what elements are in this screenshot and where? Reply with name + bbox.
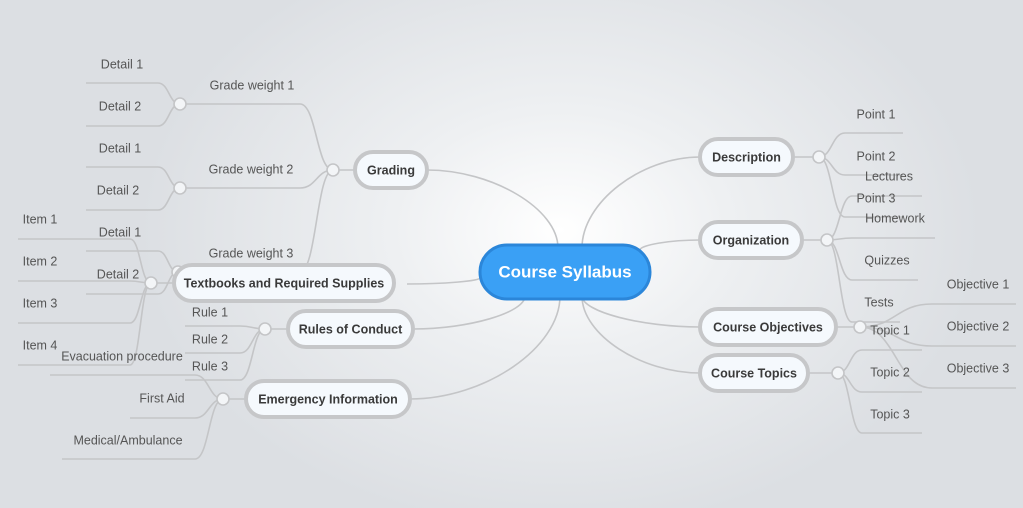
organization-node[interactable]: Organization	[698, 220, 804, 260]
item-2[interactable]: Item 2	[23, 254, 58, 268]
topics-collapse-toggle[interactable]	[831, 366, 845, 380]
textbooks-collapse-toggle[interactable]	[144, 276, 158, 290]
topic-1[interactable]: Topic 1	[870, 323, 910, 337]
emergency-item-3[interactable]: Medical/Ambulance	[73, 433, 182, 447]
root-node-label: Course Syllabus	[498, 262, 631, 281]
organization-item-2-connector	[826, 237, 935, 241]
textbooks-node[interactable]: Textbooks and Required Supplies	[172, 263, 396, 303]
edge-root-rules	[412, 295, 526, 330]
rule-2[interactable]: Rule 2	[192, 332, 228, 346]
organization-item-2[interactable]: Homework	[865, 211, 925, 225]
grade-detail-1[interactable]: Detail 1	[99, 141, 141, 155]
emergency-item-1[interactable]: Evacuation procedure	[61, 349, 183, 363]
objective-2-connector	[859, 326, 1016, 347]
organization-collapse-toggle[interactable]	[820, 233, 834, 247]
edge-root-textbooks	[406, 277, 481, 285]
rule-1-connector	[185, 325, 266, 330]
textbooks-node-box[interactable]	[172, 263, 396, 303]
course-topics-node-box[interactable]	[698, 353, 810, 393]
organization-item-1[interactable]: Lectures	[865, 169, 913, 183]
grade-detail-2[interactable]: Detail 2	[97, 183, 139, 197]
grade-detail-1[interactable]: Detail 1	[101, 57, 143, 71]
item-4[interactable]: Item 4	[23, 338, 58, 352]
grade-weight-2[interactable]: Grade weight 2	[209, 162, 294, 176]
organization-item-4[interactable]: Tests	[864, 295, 893, 309]
rules-of-conduct-node-label: Rules of Conduct	[299, 322, 403, 336]
item-3[interactable]: Item 3	[23, 296, 58, 310]
rule-3[interactable]: Rule 3	[192, 359, 228, 373]
course-objectives-node-label: Course Objectives	[713, 320, 823, 334]
organization-item-3[interactable]: Quizzes	[864, 253, 909, 267]
point-2[interactable]: Point 2	[857, 149, 896, 163]
edge-root-description	[581, 156, 701, 249]
description-node-label: Description	[712, 150, 781, 164]
emergency-information-node[interactable]: Emergency Information	[244, 379, 412, 419]
grading-node-label: Grading	[367, 163, 415, 177]
course-topics-node[interactable]: Course Topics	[698, 353, 810, 393]
organization-node-label: Organization	[713, 233, 789, 247]
description-node[interactable]: Description	[698, 137, 795, 177]
organization-node-box[interactable]	[698, 220, 804, 260]
textbooks-node-label: Textbooks and Required Supplies	[184, 276, 385, 290]
point-3[interactable]: Point 3	[857, 191, 896, 205]
objective-1[interactable]: Objective 1	[947, 277, 1010, 291]
item-2-connector	[18, 280, 152, 284]
rules-of-conduct-node[interactable]: Rules of Conduct	[286, 309, 415, 349]
grade-weight-1-toggle[interactable]	[173, 97, 187, 111]
grading-node-box[interactable]	[353, 150, 429, 190]
edge-root-emergency	[409, 295, 561, 400]
course-objectives-node[interactable]: Course Objectives	[698, 307, 838, 347]
emergency-item-2[interactable]: First Aid	[139, 391, 184, 405]
edge-root-topics	[581, 295, 701, 374]
description-node-box[interactable]	[698, 137, 795, 177]
objective-3[interactable]: Objective 3	[947, 361, 1010, 375]
item-1[interactable]: Item 1	[23, 212, 58, 226]
objective-2[interactable]: Objective 2	[947, 319, 1010, 333]
course-topics-node-label: Course Topics	[711, 366, 797, 380]
objective-1-connector	[859, 303, 1016, 328]
objectives-collapse-toggle[interactable]	[853, 320, 867, 334]
root-node-box[interactable]	[478, 243, 652, 301]
edge-root-organization	[639, 239, 701, 251]
point-1[interactable]: Point 1	[857, 107, 896, 121]
emergency-information-node-box[interactable]	[244, 379, 412, 419]
edge-root-grading	[426, 169, 559, 249]
grade-weight-3[interactable]: Grade weight 3	[209, 246, 294, 260]
grading-node[interactable]: Grading	[353, 150, 429, 190]
rule-1[interactable]: Rule 1	[192, 305, 228, 319]
course-objectives-node-box[interactable]	[698, 307, 838, 347]
grade-detail-1[interactable]: Detail 1	[99, 225, 141, 239]
grade-weight-1-connector	[180, 103, 334, 171]
topic-2[interactable]: Topic 2	[870, 365, 910, 379]
rules-collapse-toggle[interactable]	[258, 322, 272, 336]
grade-weight-2-toggle[interactable]	[173, 181, 187, 195]
topic-3[interactable]: Topic 3	[870, 407, 910, 421]
edge-root-objectives	[581, 295, 701, 328]
emergency-collapse-toggle[interactable]	[216, 392, 230, 406]
emergency-item-1-connector	[50, 374, 224, 400]
emergency-information-node-label: Emergency Information	[258, 392, 398, 406]
grade-weight-1[interactable]: Grade weight 1	[210, 78, 295, 92]
description-collapse-toggle[interactable]	[812, 150, 826, 164]
rules-of-conduct-node-box[interactable]	[286, 309, 415, 349]
objective-3-connector	[859, 326, 1016, 389]
root-node[interactable]: Course Syllabus	[478, 243, 652, 301]
grade-detail-2[interactable]: Detail 2	[97, 267, 139, 281]
grade-detail-2[interactable]: Detail 2	[99, 99, 141, 113]
organization-item-4-connector	[826, 239, 900, 323]
emergency-item-3-connector	[62, 398, 224, 460]
grading-collapse-toggle[interactable]	[326, 163, 340, 177]
